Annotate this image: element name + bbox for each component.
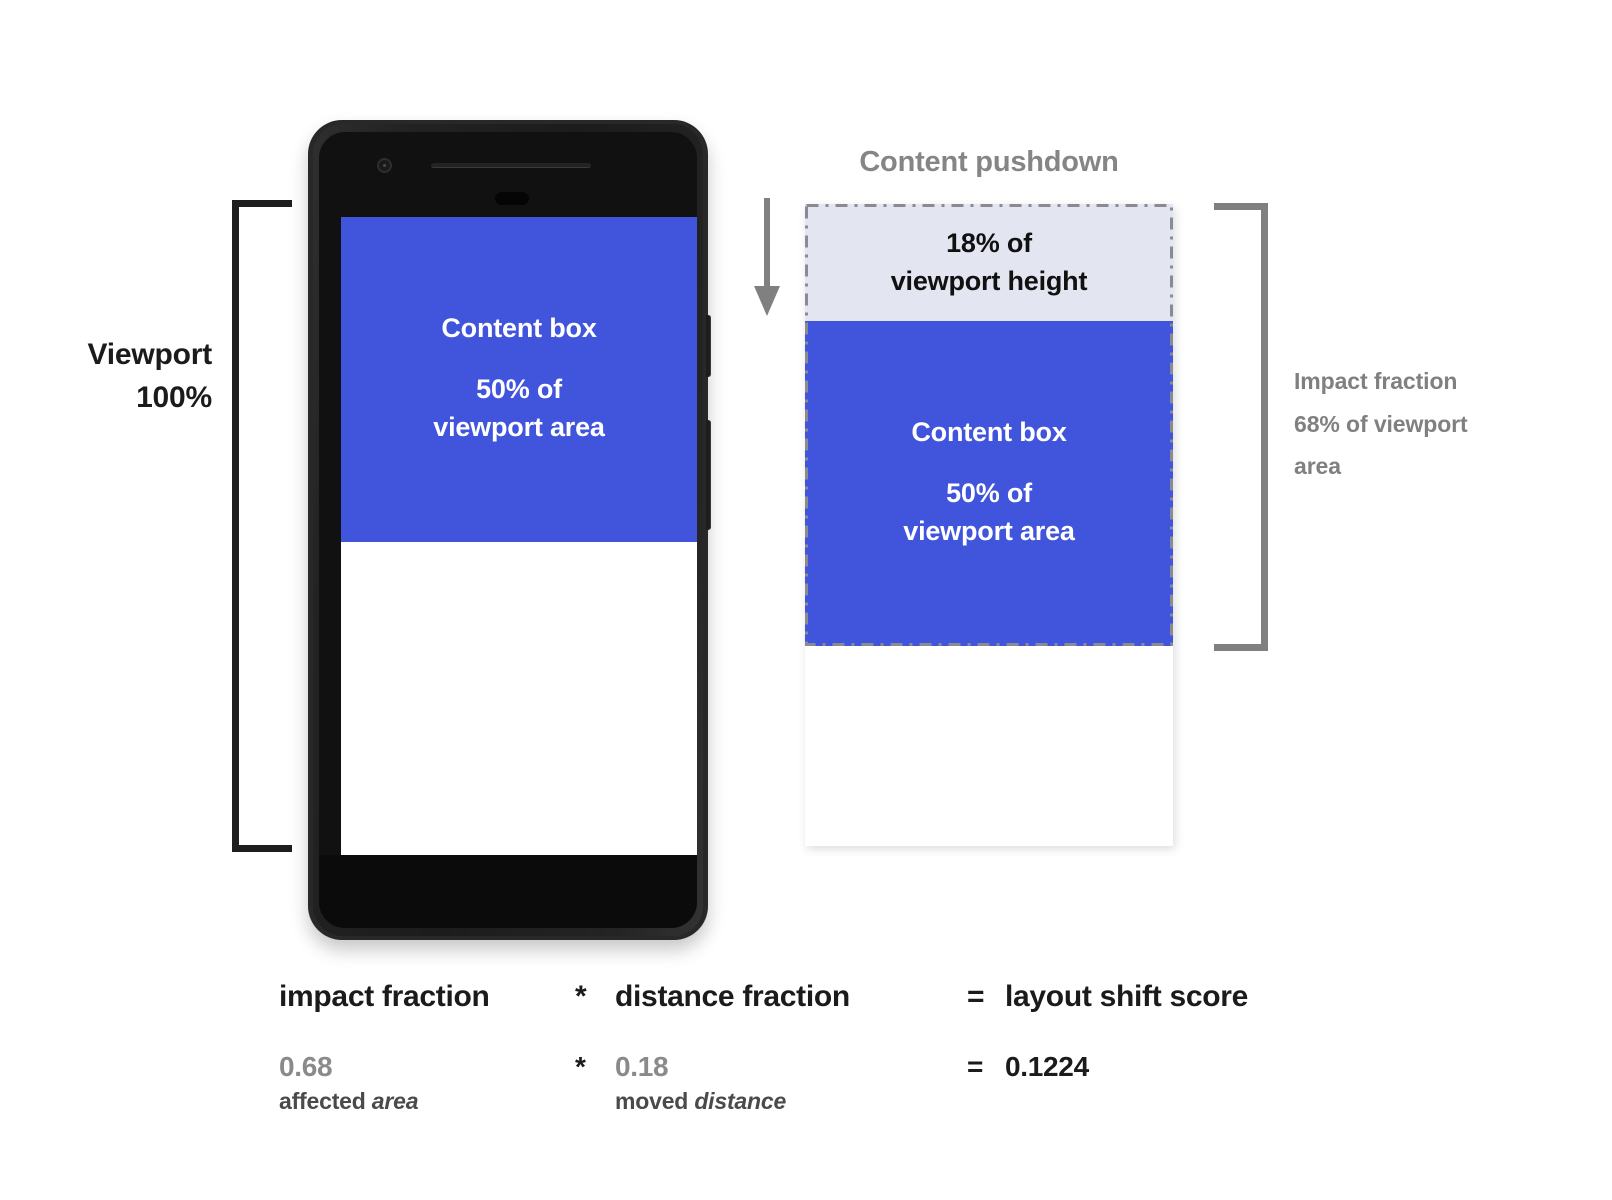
shifted-content-box-subtitle: 50% of viewport area: [903, 474, 1075, 551]
phone-content-box-subtitle: 50% of viewport area: [433, 370, 605, 447]
phone-power-button: [706, 315, 711, 377]
phone-viewport: Content box 50% of viewport area: [341, 217, 697, 867]
impact-label-line2: 68% of viewport: [1294, 410, 1468, 437]
shifted-content-box-sub-line2: viewport area: [903, 516, 1075, 546]
formula-value-distance-fraction-group: 0.18 moved distance: [615, 1051, 967, 1115]
phone-content-box: Content box 50% of viewport area: [341, 217, 697, 542]
viewport-label-line1: Viewport: [87, 338, 212, 371]
formula-value-impact-fraction-group: 0.68 affected area: [279, 1051, 575, 1115]
formula-term-operator-multiply: *: [575, 980, 587, 1013]
phone-content-box-sub-line2: viewport area: [433, 412, 605, 442]
pushdown-strip-line2: viewport height: [890, 265, 1088, 296]
pushdown-strip-label: 18% of viewport height: [891, 225, 1088, 300]
formula-term-distance-fraction: distance fraction: [615, 980, 850, 1013]
shifted-content-box-title: Content box: [911, 416, 1067, 447]
pushdown-strip: 18% of viewport height: [805, 204, 1173, 321]
formula-note-moved-distance-plain: moved: [615, 1088, 695, 1114]
impact-label-line3: area: [1294, 453, 1341, 480]
shifted-viewport-panel: 18% of viewport height Content box 50% o…: [805, 204, 1173, 846]
formula-block: impact fraction * distance fraction = la…: [279, 980, 1379, 1115]
formula-terms-row: impact fraction * distance fraction = la…: [279, 980, 1379, 1014]
impact-label-line1: Impact fraction: [1294, 368, 1458, 394]
content-pushdown-title: Content pushdown: [859, 146, 1119, 178]
formula-term-operator-equals: =: [967, 980, 985, 1013]
formula-value-operator-equals: =: [967, 1051, 984, 1082]
formula-value-distance-fraction: 0.18: [615, 1051, 669, 1082]
shifted-content-box: Content box 50% of viewport area: [805, 321, 1173, 646]
phone-mockup: Content box 50% of viewport area: [308, 120, 711, 940]
formula-value-operator-multiply: *: [575, 1051, 586, 1082]
phone-content-box-sub-line1: 50% of: [476, 373, 562, 404]
formula-value-impact-fraction: 0.68: [279, 1051, 333, 1082]
pushdown-arrow-icon: [754, 198, 780, 316]
phone-chin: [319, 855, 697, 928]
formula-term-impact-fraction: impact fraction: [279, 980, 490, 1013]
formula-values-row: 0.68 affected area * 0.18 moved distance…: [279, 1051, 1379, 1115]
shifted-content-box-sub-line1: 50% of: [946, 477, 1032, 508]
earpiece-speaker-icon: [431, 163, 591, 168]
formula-note-affected-area: affected area: [279, 1088, 575, 1115]
impact-fraction-bracket: [1214, 203, 1268, 651]
front-camera-icon: [377, 158, 392, 173]
phone-content-box-title: Content box: [441, 312, 597, 343]
phone-volume-button: [706, 420, 711, 530]
formula-note-affected-area-emphasis: area: [371, 1088, 419, 1114]
viewport-label: Viewport 100%: [20, 334, 212, 419]
formula-note-affected-area-plain: affected: [279, 1088, 372, 1114]
pushdown-strip-line1: 18% of: [946, 228, 1032, 259]
viewport-label-line2: 100%: [136, 380, 212, 414]
phone-screen: Content box 50% of viewport area: [319, 132, 697, 928]
viewport-bracket: [232, 200, 292, 852]
formula-note-moved-distance: moved distance: [615, 1088, 967, 1115]
sensor-pill-icon: [495, 192, 529, 205]
formula-note-moved-distance-emphasis: distance: [694, 1088, 787, 1114]
formula-value-layout-shift-score: 0.1224: [1005, 1051, 1089, 1082]
formula-term-layout-shift-score: layout shift score: [1005, 980, 1248, 1013]
impact-fraction-label: Impact fraction 68% of viewport area: [1294, 360, 1520, 488]
